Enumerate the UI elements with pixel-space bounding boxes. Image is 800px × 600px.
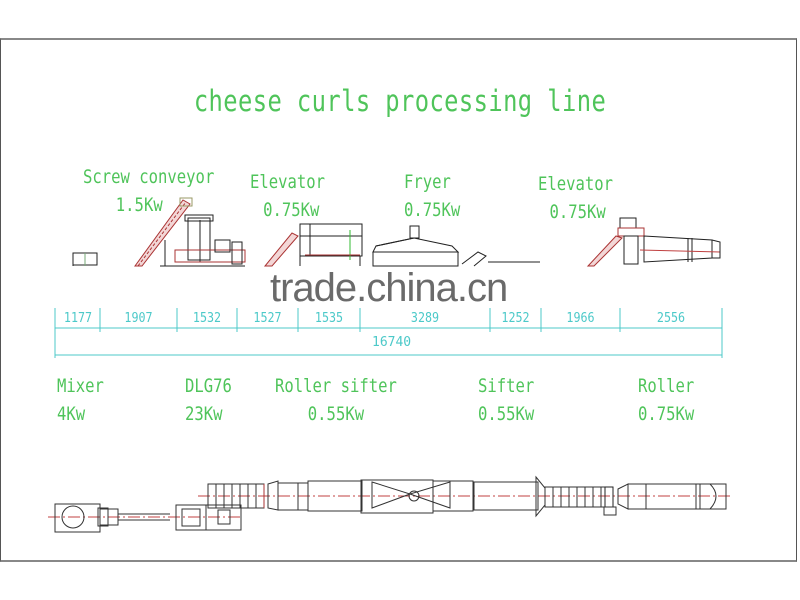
label-elevator-2: Elevator 0.75Kw (538, 170, 613, 226)
sifter-plan-icon (535, 475, 617, 518)
equipment-name: Sifter (478, 375, 535, 397)
dimension-segment: 1535 (314, 311, 344, 326)
dimension-segment: 3289 (410, 311, 440, 326)
elevator-roller-side-icon (586, 217, 721, 267)
label-roller-sifter: Roller sifter 0.55Kw (275, 372, 397, 428)
dimension-segment: 1527 (253, 311, 282, 326)
label-dlg76: DLG76 23Kw (185, 372, 232, 428)
dimension-segment: 1907 (124, 311, 153, 326)
dimension-segment: 1177 (63, 311, 93, 326)
equipment-name: DLG76 (185, 375, 232, 397)
equipment-name: Roller (638, 375, 695, 397)
equipment-power: 1.5Kw (115, 194, 163, 216)
label-roller: Roller 0.75Kw (638, 372, 694, 428)
equipment-name: Elevator (250, 171, 326, 193)
equipment-name: Elevator (538, 173, 614, 195)
dimension-total: 16740 (372, 335, 412, 350)
equipment-power: 23Kw (185, 403, 223, 425)
label-elevator-1: Elevator 0.75Kw (250, 168, 325, 224)
equipment-power: 4Kw (57, 403, 86, 425)
equipment-power: 0.75Kw (263, 199, 320, 221)
equipment-power: 0.75Kw (638, 403, 695, 425)
equipment-power: 0.55Kw (307, 403, 365, 425)
equipment-name: Roller sifter (275, 375, 397, 397)
equipment-name: Mixer (57, 375, 104, 397)
plan-view (48, 475, 732, 533)
dimension-segment: 2556 (656, 311, 686, 326)
mixer-side-icon (72, 252, 98, 266)
label-screw-conveyor: Screw conveyor 1.5Kw (83, 163, 214, 219)
equipment-power: 0.55Kw (478, 403, 535, 425)
dimension-segment: 1966 (566, 311, 595, 326)
label-sifter: Sifter 0.55Kw (478, 372, 534, 428)
fryer-plan-icon (277, 479, 539, 514)
equipment-name: Fryer (404, 171, 451, 193)
fryer-side-icon (372, 225, 460, 267)
label-fryer: Fryer 0.75Kw (404, 168, 460, 224)
equipment-power: 0.75Kw (404, 199, 461, 221)
elevator-roller-sifter-side-icon (263, 223, 363, 267)
label-mixer: Mixer 4Kw (57, 372, 104, 428)
equipment-power: 0.75Kw (549, 201, 606, 223)
dimension-segment: 1252 (501, 311, 530, 326)
roller-sifter-plan-icon (207, 480, 279, 511)
mixer-plan-icon (54, 503, 119, 533)
dimension-lines (54, 308, 723, 358)
equipment-name: Screw conveyor (83, 166, 215, 188)
drawing-title: cheese curls processing line (193, 84, 607, 118)
side-elevation (72, 197, 721, 267)
dimension-segment: 1532 (192, 311, 222, 326)
screw-conveyor-side-icon (134, 197, 246, 267)
fryer-discharge-icon (461, 251, 540, 267)
roller-plan-icon (617, 483, 727, 510)
watermark: trade.china.cn (270, 266, 508, 310)
drawing-frame (0, 38, 797, 562)
